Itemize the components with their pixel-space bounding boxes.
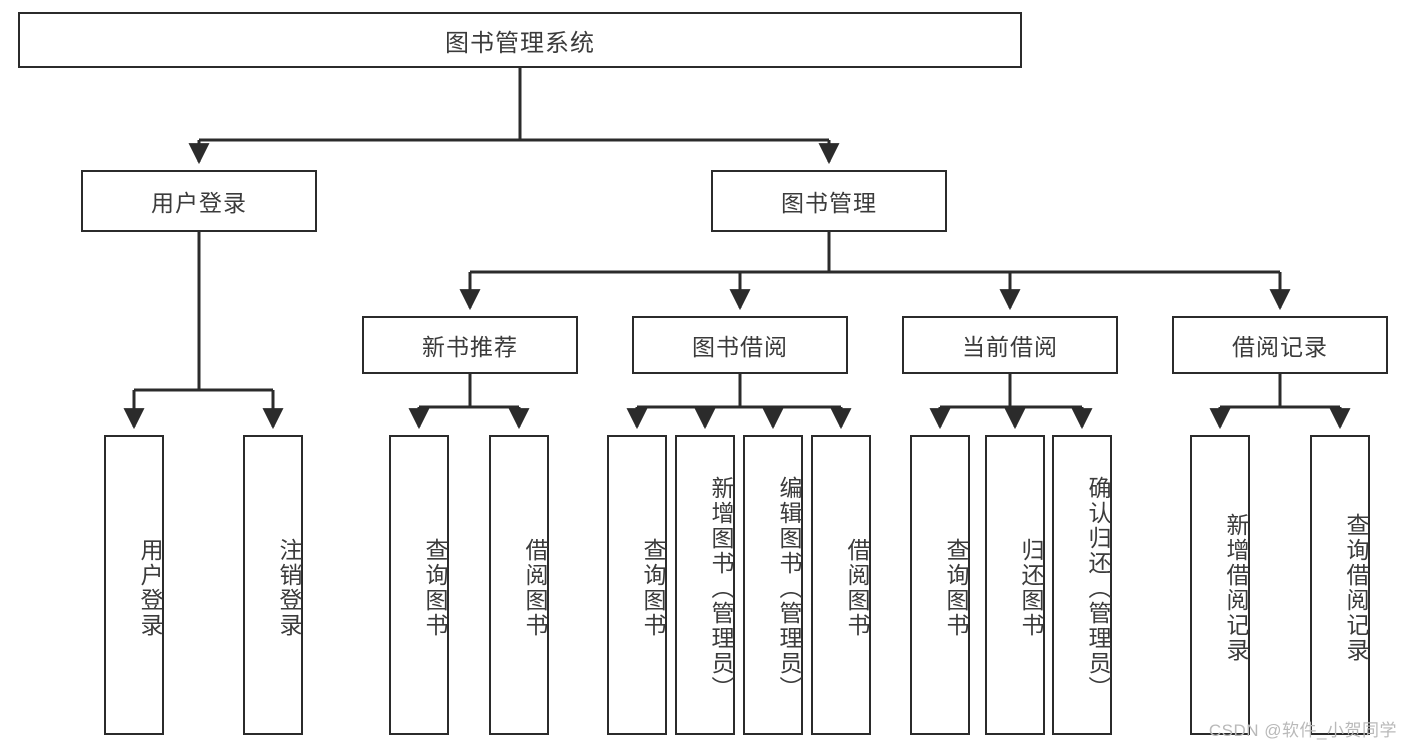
node-user-login[interactable]: 用户登录: [81, 170, 317, 232]
leaf-borrow-add[interactable]: 新增图书（管理员）: [675, 435, 735, 735]
leaf-borrow-do[interactable]: 借阅图书: [811, 435, 871, 735]
node-new-book-rec-label: 新书推荐: [422, 334, 518, 360]
leaf-borrow-query-label: 查询图书: [640, 538, 666, 638]
node-book-borrow-label: 图书借阅: [692, 334, 788, 360]
leaf-borrow-query[interactable]: 查询图书: [607, 435, 667, 735]
node-root[interactable]: 图书管理系统: [18, 12, 1022, 68]
watermark: CSDN @软件_小贺同学: [1208, 721, 1397, 740]
node-book-manage[interactable]: 图书管理: [711, 170, 947, 232]
node-root-label: 图书管理系统: [445, 29, 595, 57]
leaf-cur-query-label: 查询图书: [943, 538, 969, 638]
leaf-user-login-label: 用户登录: [137, 538, 163, 638]
leaf-borrow-add-label: 新增图书（管理员）: [708, 475, 734, 701]
leaf-user-logout[interactable]: 注销登录: [243, 435, 303, 735]
leaf-rec-add[interactable]: 新增借阅记录: [1190, 435, 1250, 735]
leaf-borrow-do-label: 借阅图书: [844, 538, 870, 638]
leaf-rec-query2[interactable]: 查询借阅记录: [1310, 435, 1370, 735]
leaf-rec-borrow-label: 借阅图书: [522, 538, 548, 638]
node-borrow-record[interactable]: 借阅记录: [1172, 316, 1388, 374]
node-book-manage-label: 图书管理: [781, 190, 877, 216]
node-user-login-label: 用户登录: [151, 190, 247, 216]
node-new-book-rec[interactable]: 新书推荐: [362, 316, 578, 374]
leaf-rec-borrow[interactable]: 借阅图书: [489, 435, 549, 735]
leaf-cur-confirm-label: 确认归还（管理员）: [1085, 475, 1111, 701]
leaf-borrow-edit[interactable]: 编辑图书（管理员）: [743, 435, 803, 735]
leaf-rec-query[interactable]: 查询图书: [389, 435, 449, 735]
leaf-borrow-edit-label: 编辑图书（管理员）: [776, 475, 802, 701]
node-book-borrow[interactable]: 图书借阅: [632, 316, 848, 374]
leaf-user-logout-label: 注销登录: [276, 538, 302, 638]
leaf-cur-query[interactable]: 查询图书: [910, 435, 970, 735]
leaf-user-login[interactable]: 用户登录: [104, 435, 164, 735]
node-current-borrow-label: 当前借阅: [962, 334, 1058, 360]
leaf-rec-query2-label: 查询借阅记录: [1343, 513, 1369, 663]
leaf-rec-add-label: 新增借阅记录: [1223, 513, 1249, 663]
node-borrow-record-label: 借阅记录: [1232, 334, 1328, 360]
node-current-borrow[interactable]: 当前借阅: [902, 316, 1118, 374]
leaf-cur-return-label: 归还图书: [1018, 538, 1044, 638]
leaf-cur-return[interactable]: 归还图书: [985, 435, 1045, 735]
leaf-cur-confirm[interactable]: 确认归还（管理员）: [1052, 435, 1112, 735]
leaf-rec-query-label: 查询图书: [422, 538, 448, 638]
